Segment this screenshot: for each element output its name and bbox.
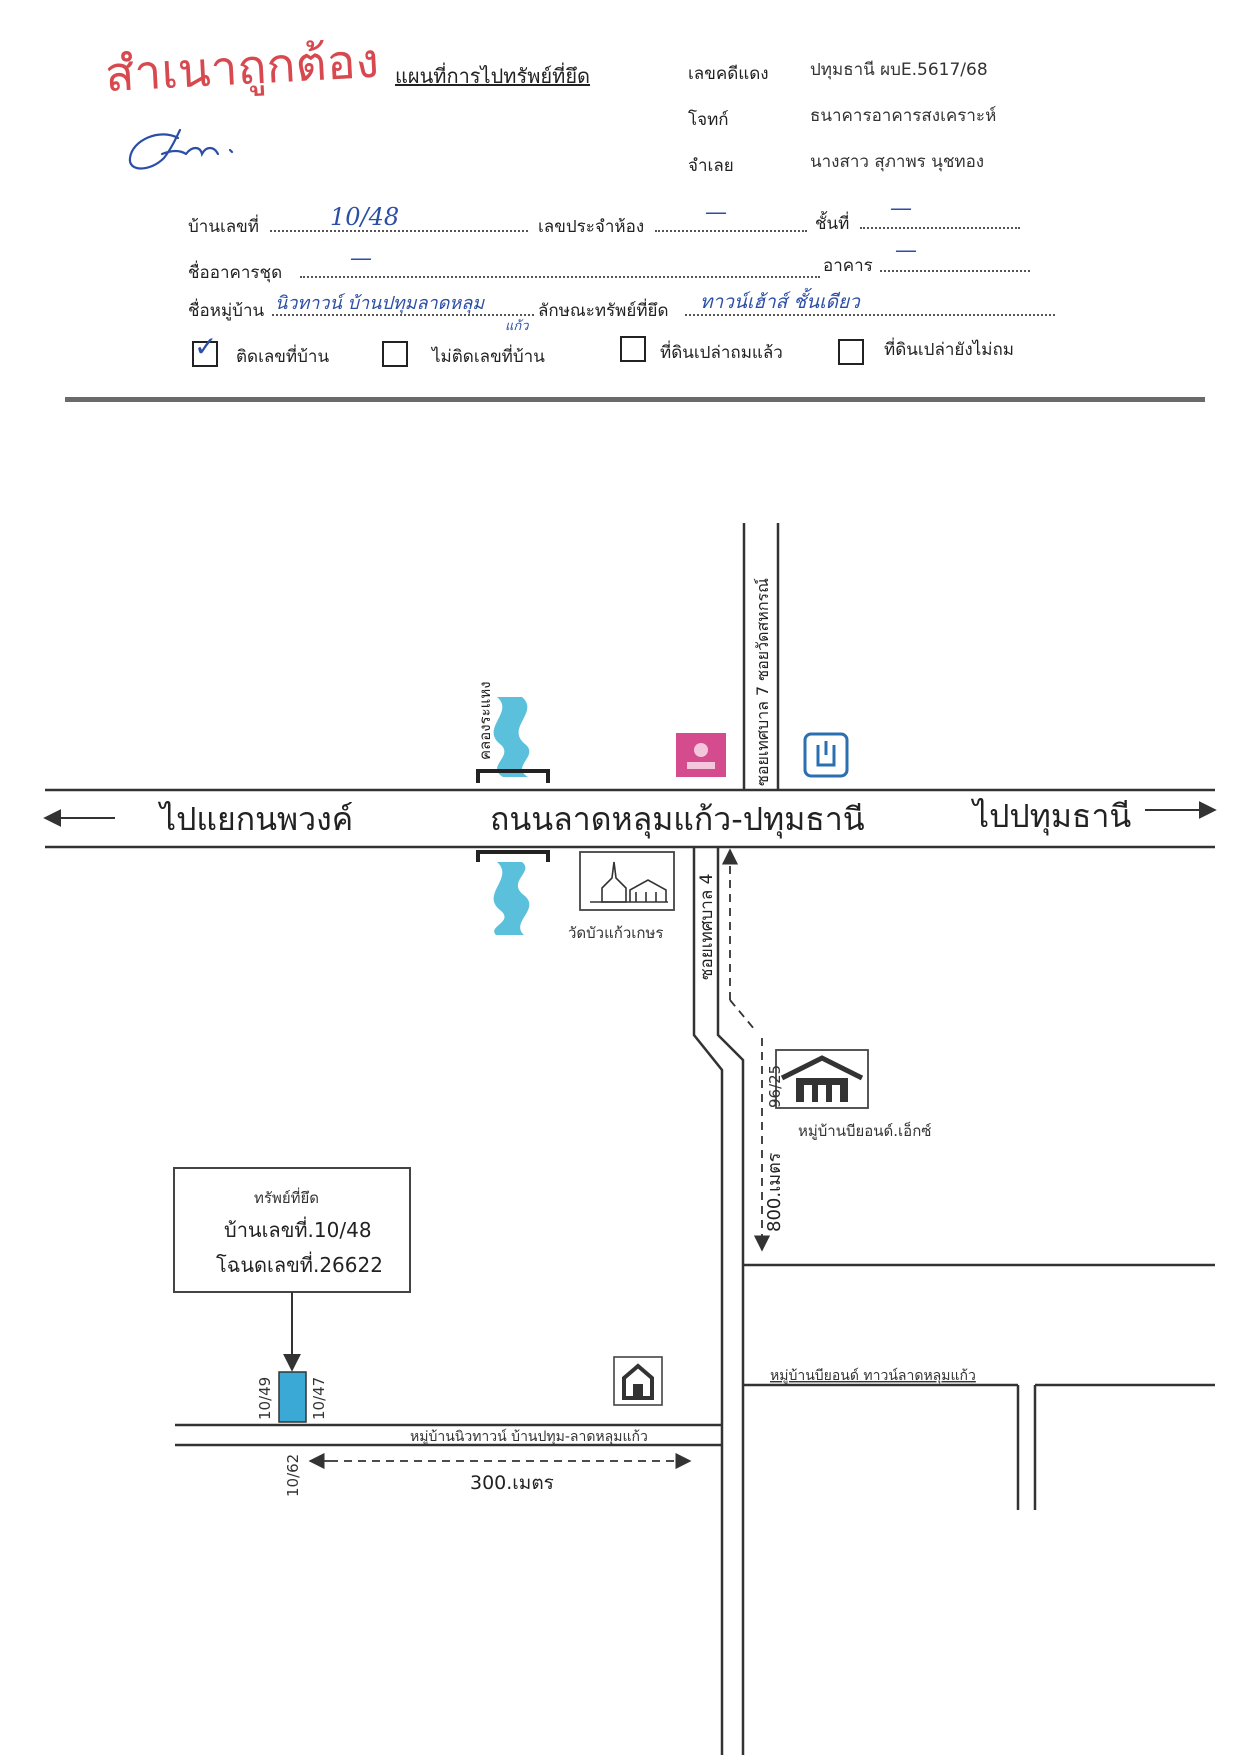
temple-icon bbox=[579, 851, 675, 911]
checkbox-label-unfilled-land: ที่ดินเปล่ายังไม่ถม bbox=[884, 340, 1014, 360]
soi7-label: ซอยเทศบาล 7 ซอยวัดสหกรณ์ bbox=[753, 578, 772, 786]
plaintiff-value: ธนาคารอาคารสงเคราะห์ bbox=[810, 106, 997, 126]
bridge-south bbox=[476, 850, 550, 862]
checkbox-no-house-number[interactable] bbox=[382, 341, 408, 367]
dist-800-label: 800.เมตร bbox=[764, 1152, 785, 1232]
property-info-box bbox=[173, 1167, 411, 1293]
property-type-value: ทาวน์เฮ้าส์ ชั้นเดียว bbox=[700, 291, 860, 313]
floor-line bbox=[860, 227, 1020, 229]
property-type-line bbox=[685, 314, 1055, 316]
building-value: — bbox=[895, 238, 917, 263]
soi4-edge-right bbox=[716, 847, 745, 1755]
bank-logo-icon bbox=[803, 732, 849, 778]
check-mark: ✓ bbox=[194, 330, 218, 363]
floor-label: ชั้นที่ bbox=[815, 214, 850, 234]
village-newtown-label: หมู่บ้านนิวทาวน์ บ้านปทุม-ลาดหลุมแก้ว bbox=[410, 1428, 648, 1445]
property-type-label: ลักษณะทรัพย์ที่ยึด bbox=[538, 301, 669, 321]
room-no-label: เลขประจำห้อง bbox=[538, 217, 645, 237]
dist-300-label: 300.เมตร bbox=[470, 1472, 554, 1494]
signature bbox=[128, 128, 234, 170]
village-beyond-townlat-label: หมู่บ้านบียอนด์ ทาวน์ลาดหลุมแก้ว bbox=[770, 1367, 976, 1384]
canal-north bbox=[493, 697, 530, 777]
checkbox-filled-land[interactable] bbox=[620, 336, 646, 362]
building-line bbox=[880, 270, 1030, 272]
to-right-label: ไปปทุมธานี bbox=[970, 797, 1131, 836]
village-beyond-label: หมู่บ้านบียอนด์.เอ็กซ์ bbox=[798, 1121, 931, 1140]
house-1062-label: 10/62 bbox=[284, 1454, 302, 1497]
header-divider bbox=[65, 397, 1205, 402]
condo-value: — bbox=[350, 246, 372, 271]
property-plot bbox=[278, 1371, 307, 1423]
village-value: นิวทาวน์ บ้านปทุมลาดหลุม bbox=[275, 293, 485, 314]
soi4-edge-left bbox=[692, 847, 724, 1755]
building-label: อาคาร bbox=[823, 256, 873, 276]
house-1047-label: 10/47 bbox=[310, 1377, 328, 1420]
house-no-value: 10/48 bbox=[330, 203, 400, 231]
bridge-north bbox=[476, 769, 550, 783]
condo-label: ชื่ออาคารชุด bbox=[188, 263, 283, 283]
room-no-line bbox=[655, 230, 807, 232]
condo-line bbox=[300, 276, 820, 278]
plaintiff-label: โจทก์ bbox=[688, 110, 729, 130]
checkbox-has-house-number[interactable] bbox=[192, 341, 218, 367]
defendant-value: นางสาว สุภาพร นุชทอง bbox=[810, 152, 985, 172]
temple-label: วัดบัวแก้วเกษร bbox=[568, 924, 663, 942]
village-insert: แก้ว bbox=[505, 319, 529, 334]
canal-south bbox=[493, 862, 530, 935]
floor-value: — bbox=[890, 196, 912, 221]
canal-label: คลองระแหง bbox=[476, 681, 494, 760]
house-9625-label: 96/25 bbox=[766, 1065, 784, 1108]
house-1049-label: 10/49 bbox=[256, 1377, 274, 1420]
to-left-label: ไปแยกนพวงค์ bbox=[157, 800, 353, 838]
property-box-house: บ้านเลขที่.10/48 bbox=[224, 1216, 372, 1242]
case-label: เลขคดีแดง bbox=[688, 64, 769, 84]
village-line bbox=[272, 314, 534, 316]
document-title: แผนที่การไปทรัพย์ที่ยึด bbox=[395, 64, 591, 88]
case-value: ปทุมธานี ผบE.5617/68 bbox=[810, 60, 988, 80]
house-no-line bbox=[270, 230, 528, 232]
checkbox-label-has-house-number: ติดเลขที่บ้าน bbox=[236, 347, 330, 367]
main-road-label: ถนนลาดหลุมแก้ว-ปทุมธานี bbox=[490, 800, 865, 839]
checkbox-label-no-house-number: ไม่ติดเลขที่บ้าน bbox=[432, 347, 545, 367]
room-no-value: — bbox=[705, 200, 727, 225]
soi4-label: ซอยเทศบาล 4 bbox=[697, 874, 717, 981]
checkbox-unfilled-land[interactable] bbox=[838, 339, 864, 365]
village-label: ชื่อหมู่บ้าน bbox=[188, 301, 265, 321]
checkbox-label-filled-land: ที่ดินเปล่าถมแล้ว bbox=[660, 343, 783, 363]
property-box-title: ทรัพย์ที่ยึด bbox=[254, 1187, 319, 1207]
defendant-label: จำเลย bbox=[688, 156, 734, 176]
property-box-deed: โฉนดเลขที่.26622 bbox=[216, 1251, 383, 1277]
house-no-label: บ้านเลขที่ bbox=[188, 217, 260, 237]
